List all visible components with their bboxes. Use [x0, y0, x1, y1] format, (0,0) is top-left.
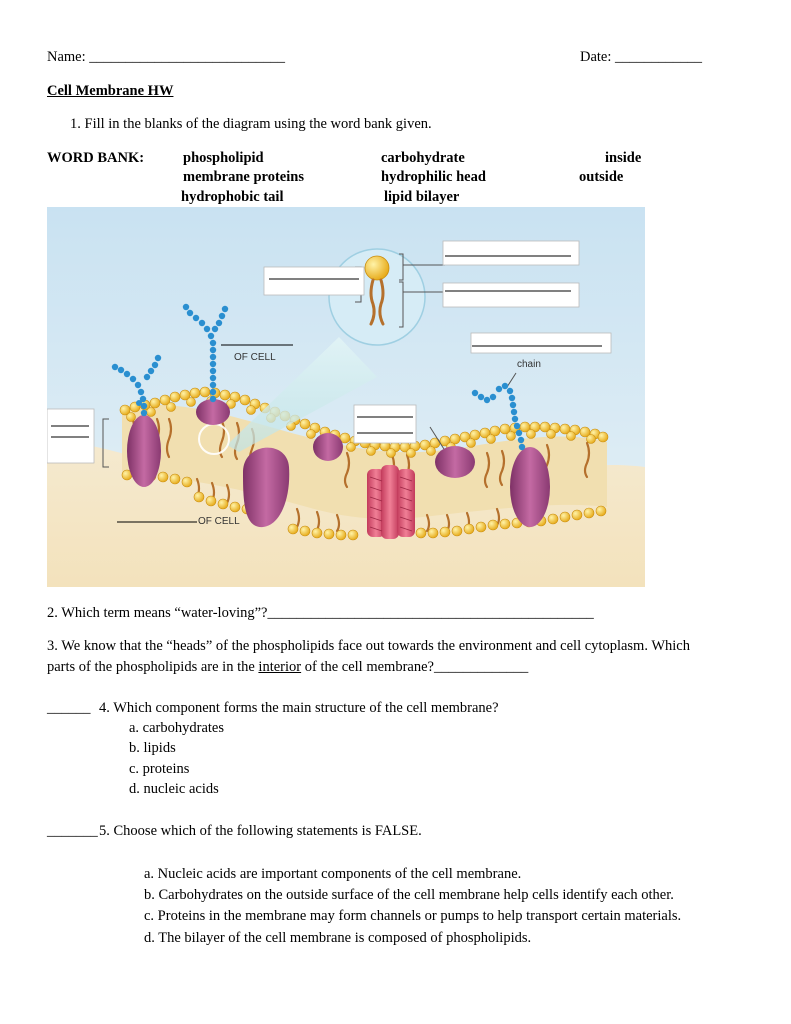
- answer-blank-5[interactable]: _______: [47, 823, 98, 839]
- question-4: 4. Which component forms the main struct…: [99, 700, 499, 716]
- option-5a: a. Nucleic acids are important component…: [144, 866, 522, 882]
- option-5b: b. Carbohydrates on the outside surface …: [144, 887, 674, 903]
- question-1: 1. Fill in the blanks of the diagram usi…: [70, 116, 432, 132]
- option-4c: c. proteins: [129, 761, 190, 777]
- word-bank-term: outside: [579, 169, 624, 185]
- question-3-line-2: parts of the phospholipids are in the in…: [47, 659, 528, 676]
- word-bank-term: inside: [605, 150, 642, 166]
- option-4d: d. nucleic acids: [129, 781, 219, 797]
- name-field-label: Name: ___________________________: [47, 49, 286, 65]
- answer-blank-3[interactable]: of the cell membrane?_____________: [301, 659, 529, 675]
- word-bank-term: phospholipid: [183, 150, 264, 166]
- membrane-illustration: [47, 207, 645, 587]
- cell-membrane-diagram: OF CELL OF CELL chain: [47, 207, 645, 587]
- label-of-cell-bottom: OF CELL: [198, 516, 240, 527]
- word-bank-term: hydrophobic tail: [181, 189, 284, 205]
- option-5c: c. Proteins in the membrane may form cha…: [144, 908, 682, 924]
- emphasis-interior: interior: [258, 659, 302, 675]
- answer-blank-2[interactable]: ________________________________________…: [267, 605, 594, 621]
- word-bank-term: carbohydrate: [381, 150, 465, 166]
- word-bank-term: hydrophilic head: [381, 169, 486, 185]
- question-2-text: 2. Which term means “water-loving”?: [47, 605, 268, 621]
- answer-blank-4[interactable]: ______: [47, 700, 91, 716]
- word-bank-term: lipid bilayer: [384, 189, 460, 205]
- label-chain: chain: [517, 359, 541, 370]
- word-bank-label: WORD BANK:: [47, 150, 145, 166]
- option-5d: d. The bilayer of the cell membrane is c…: [144, 930, 532, 946]
- question-3-line-1: 3. We know that the “heads” of the phosp…: [47, 638, 690, 654]
- date-field-label: Date: ____________: [580, 49, 703, 65]
- option-4b: b. lipids: [129, 740, 176, 756]
- question-2: 2. Which term means “water-loving”?_____…: [47, 605, 594, 622]
- page-title: Cell Membrane HW: [47, 83, 174, 99]
- option-4a: a. carbohydrates: [129, 720, 225, 736]
- question-3-text: parts of the phospholipids are in the: [47, 659, 259, 675]
- label-of-cell-top: OF CELL: [234, 352, 276, 363]
- question-5: 5. Choose which of the following stateme…: [99, 823, 422, 839]
- word-bank-term: membrane proteins: [183, 169, 304, 185]
